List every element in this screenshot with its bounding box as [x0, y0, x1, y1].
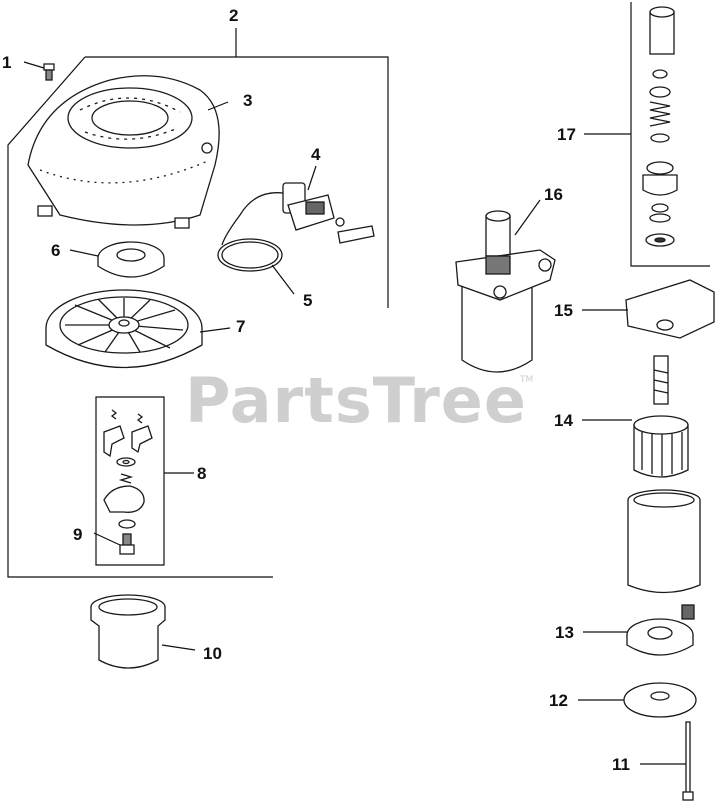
part-13-brush-holder [626, 604, 695, 656]
watermark-tm: TM [519, 375, 533, 385]
part-15-end-cap [625, 279, 715, 339]
callout-3: 3 [243, 91, 252, 110]
callout-7: 7 [236, 317, 245, 336]
callout-16: 16 [544, 185, 563, 204]
part-4-interlock-switch [282, 182, 375, 244]
callout-5: 5 [303, 291, 312, 310]
part-1-screw [43, 63, 55, 81]
part-14-armature [633, 355, 689, 478]
leader-lines [23, 61, 686, 765]
callout-4: 4 [311, 145, 321, 164]
part-8-pawl-kit [103, 409, 153, 529]
part-16-starter-motor [455, 210, 556, 373]
callout-17: 17 [557, 125, 576, 144]
callout-10: 10 [203, 644, 222, 663]
callout-9: 9 [73, 525, 82, 544]
callout-6: 6 [51, 241, 60, 260]
part-11-bolt [682, 721, 694, 801]
assembly-frame-2 [7, 28, 389, 578]
part-7-pulley [45, 289, 203, 369]
callout-11: 11 [612, 755, 630, 774]
part-17-drive-kit [642, 6, 678, 247]
callout-14: 14 [554, 411, 573, 430]
part-3-blower-housing [27, 75, 220, 229]
group-frame-8 [95, 396, 165, 566]
group-frame-17 [630, 2, 710, 267]
watermark-text: PartsTree [185, 364, 527, 437]
callout-12: 12 [549, 691, 568, 710]
callout-8: 8 [197, 464, 206, 483]
callout-13: 13 [555, 623, 574, 642]
callout-15: 15 [554, 301, 573, 320]
callout-1: 1 [2, 53, 11, 72]
part-9-screw [119, 533, 135, 555]
part-5-wire [217, 192, 284, 272]
part-frame-tube [627, 489, 701, 594]
part-10-cup [90, 594, 166, 669]
part-6-washer [97, 241, 165, 278]
callout-2: 2 [229, 6, 238, 25]
part-12-end-plate [623, 682, 697, 718]
